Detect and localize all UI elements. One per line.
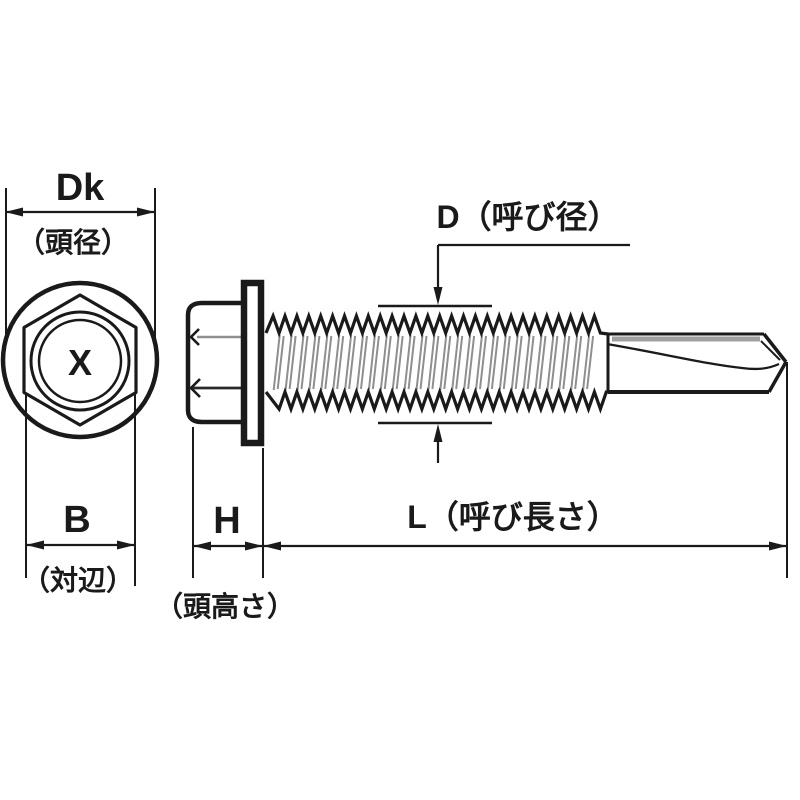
b-description: （対辺） [22,564,134,596]
dimension-h: H （頭高さ） [155,427,295,622]
thread-top-profile [264,311,609,338]
thread-helix-shading [272,334,595,391]
tip-bottom-chamfer [767,361,788,393]
thread-helix-line [463,334,472,391]
thread-helix-line [574,335,583,390]
thread-helix-line [439,334,448,391]
thread-helix-line [490,335,499,390]
dk-description: （頭径） [17,226,129,258]
d-label: D（呼び径） [436,199,619,235]
thread-helix-line [300,335,309,390]
b-symbol: B [63,499,90,541]
thread-helix-line [550,335,559,390]
thread-helix-line [486,334,495,391]
h-symbol: H [213,500,240,542]
washer-outline-circle [0,280,160,440]
h-arrowhead-right [245,541,263,551]
thread-helix-line [407,335,416,390]
dimension-d: D（呼び径） [378,199,630,463]
dk-arrowhead-left [5,207,23,217]
thread-helix-line [395,335,404,390]
thread-bottom-profile [264,387,608,414]
thread-helix-line [510,334,519,391]
thread-helix-line [558,334,567,391]
thread-helix-line [356,334,364,391]
thread-helix-line [344,334,353,391]
tip-top-chamfer [762,332,788,364]
thread-helix-line [284,334,293,391]
thread-helix-line [419,335,428,390]
thread-helix-line [296,334,305,391]
thread-helix-line [455,335,464,390]
thread-helix-line [427,334,436,391]
thread-helix-line [312,335,321,390]
drill-point [606,332,788,394]
hex-head-outline [22,293,138,427]
thread-helix-line [502,335,511,390]
d-arrowhead-down [433,287,443,305]
hex-corner-chamfer-lower [189,378,201,398]
tip-inner-edge [760,340,781,361]
thread-helix-line [348,335,357,390]
b-arrowhead-left [26,540,44,550]
thread-helix-line [522,334,531,391]
thread-helix-line [272,334,281,391]
h-arrowhead-left [193,541,211,551]
thread-helix-line [451,334,460,391]
thread-helix-line [514,335,523,390]
head-front-view: X [0,280,160,440]
thread-helix-line [538,335,547,390]
washer-side-outline [240,279,265,447]
drill-flute-line [606,342,780,371]
l-arrowhead-left [263,541,281,551]
thread-helix-line [320,334,329,391]
screw-side-view [185,279,788,447]
thread-helix-line [332,334,341,391]
b-arrowhead-right [117,540,135,550]
thread-helix-line [379,334,388,391]
thread-helix-line [479,335,487,390]
thread-helix-line [308,334,317,391]
l-label: L（呼び長さ） [407,499,619,535]
dimension-dk: Dk （頭径） [5,167,156,345]
thread-helix-line [582,334,591,391]
thread-helix-line [475,334,483,391]
thread-helix-line [431,335,440,390]
head-inner-circle-outer [29,310,131,412]
thread-helix-line [276,335,285,390]
d-arrowhead-up [433,424,443,442]
thread-helix-line [391,334,400,391]
thread-helix-line [534,334,543,391]
thread-helix-line [570,334,579,391]
thread-helix-line [586,335,595,390]
thread-helix-line [467,335,476,390]
hex-head-side-outline [185,300,243,425]
thread-helix-line [336,335,345,390]
thread-helix-line [562,335,571,390]
thread-helix-line [324,335,333,390]
thread-helix-line [288,335,297,390]
hex-corner-chamfer-upper [189,328,200,346]
thread-helix-line [360,335,368,390]
dimension-l: L（呼び長さ） [263,362,788,578]
thread-helix-line [526,335,535,390]
l-arrowhead-right [769,541,787,551]
thread-helix-line [546,334,555,391]
head-inner-circle-inner [37,318,123,404]
thread-helix-line [498,334,507,391]
thread-helix-line [443,335,452,390]
h-description: （頭高さ） [155,590,295,622]
thread-helix-line [371,335,380,390]
dk-arrowhead-right [137,207,155,217]
thread-helix-line [383,335,392,390]
thread-helix-line [415,334,424,391]
thread-helix-line [403,334,412,391]
dimension-b: B （対辺） [22,394,136,596]
thread-helix-line [367,334,376,391]
dk-symbol: Dk [56,167,105,209]
head-recess-marking: X [68,342,92,383]
